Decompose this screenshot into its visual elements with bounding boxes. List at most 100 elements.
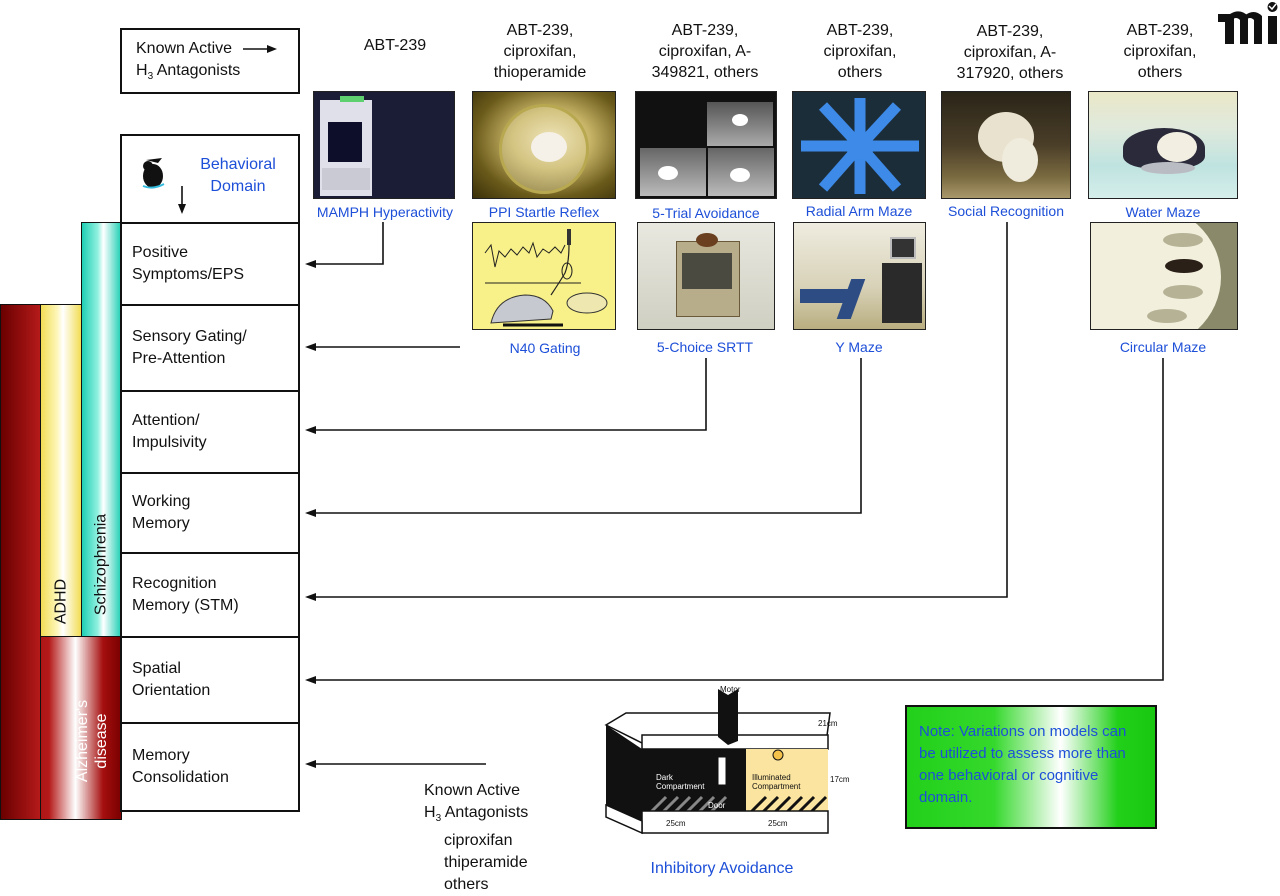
- domain-line2: Symptoms/EPS: [132, 266, 245, 283]
- five-trial-photo: [635, 91, 777, 199]
- alzheimers-left-strip: [0, 304, 41, 820]
- y-maze-photo: [793, 222, 926, 330]
- compound-column-5: ABT-239, ciproxifan, A- 317920, others: [935, 21, 1085, 84]
- arrow-mamph: [312, 222, 384, 265]
- compound-line: ABT-239,: [1126, 22, 1194, 39]
- domain-spatial-orientation: Spatial Orientation: [120, 636, 300, 724]
- arrow-ymaze: [312, 358, 862, 514]
- water-maze-label: Water Maze: [1125, 204, 1201, 220]
- bottom-antagonists: Antagonists: [441, 804, 529, 821]
- width-21cm-label: 21cm: [818, 719, 838, 728]
- domain-line1: Recognition: [132, 575, 217, 592]
- compound-line: ABT-239,: [506, 22, 574, 39]
- mamph-label: MAMPH Hyperactivity: [316, 204, 454, 220]
- compound-column-6: ABT-239, ciproxifan, others: [1085, 20, 1235, 83]
- height-17cm-label: 17cm: [830, 775, 850, 784]
- compound-item: others: [444, 876, 489, 894]
- note-box: Note: Variations on models can be utiliz…: [905, 705, 1157, 829]
- legend-sub: 3: [147, 71, 154, 83]
- domain-attention: Attention/ Impulsivity: [120, 390, 300, 474]
- length-left-label: 25cm: [666, 819, 686, 828]
- water-maze-photo: [1088, 91, 1238, 199]
- domain-memory-consolidation: Memory Consolidation: [120, 722, 300, 812]
- domain-line1: Sensory Gating/: [132, 328, 247, 345]
- known-antagonists-legend: Known Active H3 Antagonists: [120, 28, 300, 94]
- domain-line1: Spatial: [132, 660, 181, 677]
- domain-line2: Memory (STM): [132, 597, 239, 614]
- compound-item: ciproxifan: [444, 832, 513, 850]
- compound-line: ciproxifan,: [503, 43, 577, 60]
- rat-mascot-icon: [138, 156, 168, 190]
- bottom-compound-list: Known Active H3 Antagonists ciproxifan t…: [424, 780, 528, 896]
- compound-line: ciproxifan, A-: [658, 43, 752, 60]
- domain-line1: Working: [132, 493, 191, 510]
- compound-item: thiperamide: [444, 854, 528, 872]
- social-recognition-label: Social Recognition: [948, 203, 1064, 219]
- compound-line: ABT-239: [363, 37, 427, 54]
- five-trial-label: 5-Trial Avoidance: [652, 205, 760, 221]
- behavioral-domain-header: Behavioral Domain: [120, 134, 300, 224]
- domain-line1: Positive: [132, 244, 189, 261]
- circular-maze-label: Circular Maze: [1119, 339, 1207, 355]
- domain-sensory-gating: Sensory Gating/ Pre-Attention: [120, 304, 300, 392]
- compound-line: ciproxifan, A-: [963, 44, 1057, 61]
- domain-working-memory: Working Memory: [120, 472, 300, 554]
- domain-line1: Attention/: [132, 412, 200, 429]
- behavioral-label: Behavioral: [200, 156, 276, 173]
- domain-positive-symptoms: Positive Symptoms/EPS: [120, 222, 300, 306]
- compound-line: 349821, others: [651, 64, 759, 81]
- alzheimers-label-line1: Alzheimer's: [74, 699, 91, 783]
- compound-column-1: ABT-239: [330, 35, 460, 56]
- note-text: Note: Variations on models can be utiliz…: [919, 723, 1127, 806]
- schizophrenia-bar: [81, 222, 122, 637]
- bottom-known-active: Known Active: [424, 782, 521, 799]
- length-right-label: 25cm: [768, 819, 788, 828]
- dark-label2: Compartment: [656, 782, 705, 791]
- domain-recognition-memory: Recognition Memory (STM): [120, 552, 300, 638]
- ppi-photo: [472, 91, 616, 199]
- dark-label: Dark: [656, 773, 673, 782]
- mamph-photo: [313, 91, 455, 199]
- compound-column-2: ABT-239, ciproxifan, thioperamide: [465, 20, 615, 83]
- domain-line2: Consolidation: [132, 769, 229, 786]
- y-maze-label: Y Maze: [835, 339, 883, 355]
- inhibitory-avoidance-diagram: Motor 21cm 17cm Dark Compartment Illumin…: [600, 685, 850, 855]
- arrow-circular: [312, 358, 1164, 681]
- arrow-srtt: [312, 358, 707, 431]
- ppi-label: PPI Startle Reflex: [488, 204, 600, 220]
- mi-logo: [1216, 0, 1280, 46]
- compound-line: others: [1137, 64, 1183, 81]
- compound-column-4: ABT-239, ciproxifan, others: [785, 20, 935, 83]
- domain-label: Domain: [210, 178, 266, 195]
- bottom-h: H: [424, 804, 436, 821]
- radial-maze-photo: [792, 91, 926, 199]
- right-arrow-icon: [242, 38, 277, 60]
- domain-line1: Memory: [132, 747, 190, 764]
- compound-line: ABT-239,: [976, 23, 1044, 40]
- radial-maze-label: Radial Arm Maze: [805, 203, 913, 219]
- n40-gating-diagram: [472, 222, 616, 330]
- five-choice-srtt-photo: [637, 222, 775, 330]
- inhibitory-avoidance-label: Inhibitory Avoidance: [650, 860, 794, 877]
- legend-antagonists: Antagonists: [153, 62, 241, 79]
- compound-line: ciproxifan,: [1123, 43, 1197, 60]
- domain-line2: Memory: [132, 515, 190, 532]
- domain-line2: Impulsivity: [132, 434, 207, 451]
- alzheimers-label: Alzheimer's disease: [73, 681, 111, 801]
- compound-line: ABT-239,: [671, 22, 739, 39]
- dark-compartment-label: Dark Compartment: [656, 773, 704, 791]
- circular-maze-photo: [1090, 222, 1238, 330]
- compound-line: 317920, others: [956, 65, 1064, 82]
- illuminated-label2: Compartment: [752, 782, 801, 791]
- alzheimers-label-line2: disease: [93, 713, 110, 769]
- bottom-sub: 3: [435, 813, 442, 825]
- illuminated-label: Illuminated: [752, 773, 791, 782]
- illuminated-compartment-label: Illuminated Compartment: [752, 773, 800, 791]
- compound-line: ciproxifan,: [823, 43, 897, 60]
- legend-h: H: [136, 62, 148, 79]
- social-recognition-photo: [941, 91, 1071, 199]
- door-label: Door: [708, 801, 726, 810]
- compound-line: others: [837, 64, 883, 81]
- five-choice-srtt-label: 5-Choice SRTT: [656, 339, 754, 355]
- domain-line2: Orientation: [132, 682, 211, 699]
